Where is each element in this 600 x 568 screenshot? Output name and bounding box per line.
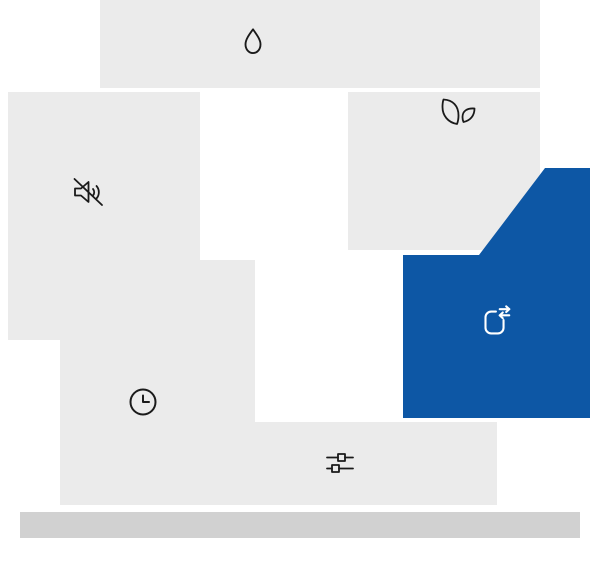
tile-humidity[interactable] <box>100 0 540 88</box>
bottom-bar <box>20 512 580 538</box>
tile-settings[interactable] <box>200 422 497 505</box>
